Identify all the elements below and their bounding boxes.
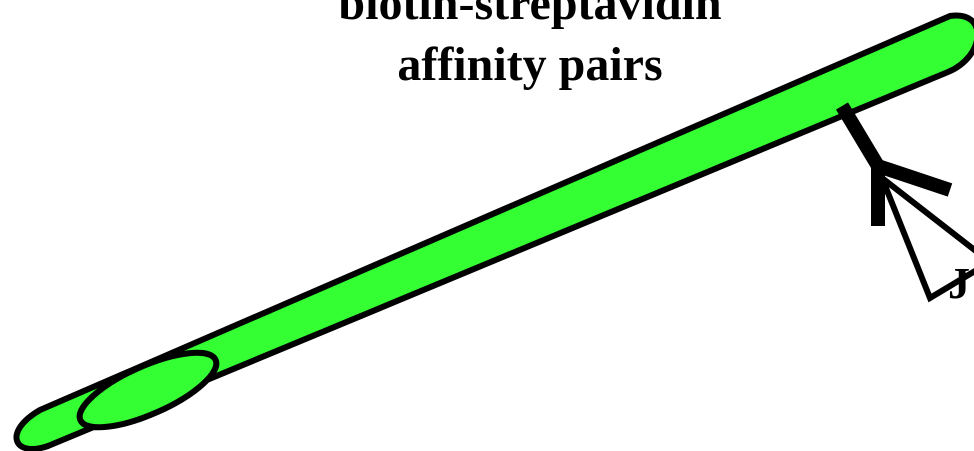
title-line-1: biotin-streptavidin xyxy=(230,0,830,32)
partial-label: J xyxy=(948,259,970,308)
title-line-2: affinity pairs xyxy=(230,37,830,93)
